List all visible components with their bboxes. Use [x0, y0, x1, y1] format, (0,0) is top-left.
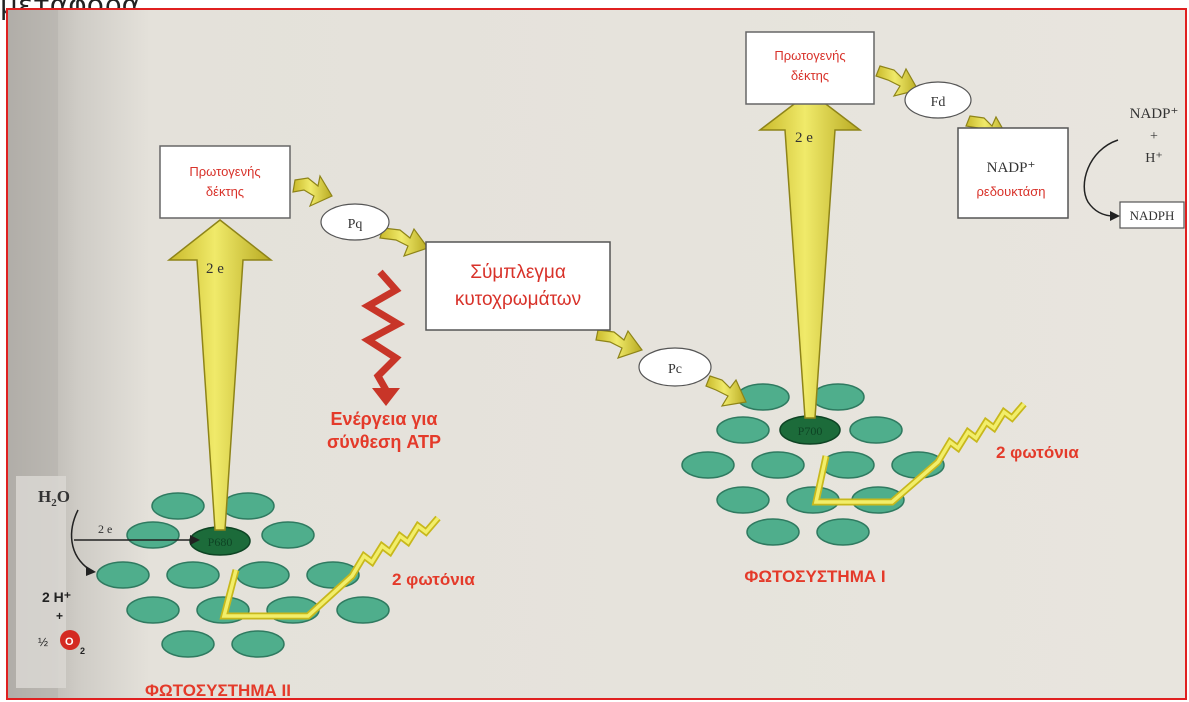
energy-line2: σύνθεση ATP — [327, 432, 441, 452]
diagram-frame: P680 P700 2 e 2 e Πρωτογενής δέκτης Πρωτ… — [6, 8, 1187, 700]
half-label: ½ — [38, 635, 48, 649]
pq-carrier: Pq — [320, 203, 390, 241]
ps2-primary-acceptor-line1: Πρωτογενής — [189, 164, 260, 179]
plus-sign: + — [56, 609, 63, 623]
ps1-primary-acceptor-line2: δέκτης — [791, 68, 829, 83]
ps1-two-electrons-label: 2 e — [795, 130, 813, 146]
energy-line1: Ενέργεια για — [331, 409, 438, 429]
water-splitting-panel: H2O 2 e 2 H⁺ + ½ O 2 — [16, 476, 200, 688]
cytochrome-line2: κυτοχρωμάτων — [455, 289, 581, 310]
atp-energy-arrow — [361, 269, 406, 406]
ps1-primary-acceptor-line1: Πρωτογενής — [774, 48, 845, 63]
fd-carrier: Fd — [904, 81, 972, 119]
pq-label: Pq — [348, 217, 363, 232]
oxygen-molecule-icon — [60, 630, 80, 650]
ps2-chlorophyll-cluster — [96, 492, 390, 658]
nadp-plus-label: NADP⁺ — [1130, 106, 1179, 122]
nadph-label: NADPH — [1130, 208, 1175, 223]
ps1-primary-acceptor-box: Πρωτογενής δέκτης — [745, 31, 875, 105]
pc-label: Pc — [668, 362, 682, 377]
ps2-label: ΦΩΤΟΣΥΣΤΗΜΑ II — [145, 681, 291, 700]
ps1-label: ΦΩΤΟΣΥΣΤΗΜΑ I — [744, 567, 885, 586]
nadp-reductase-box: NADP⁺ ρεδουκτάση — [957, 127, 1069, 219]
ps1-photons-label: 2 φωτόνια — [996, 443, 1079, 462]
ps1-photon-arrow — [811, 401, 1027, 506]
ps2-photons-label: 2 φωτόνια — [392, 570, 475, 589]
water-two-electrons-label: 2 e — [98, 522, 112, 536]
photosynthesis-diagram: P680 P700 2 e 2 e Πρωτογενής δέκτης Πρωτ… — [8, 10, 1185, 700]
water-label: H2O — [38, 487, 70, 509]
ps2-primary-acceptor-line2: δέκτης — [206, 184, 244, 199]
nadph-box: NADPH — [1119, 201, 1185, 229]
ps2-two-electrons-label: 2 e — [206, 261, 224, 277]
cytochrome-complex-box: Σύμπλεγμα κυτοχρωμάτων — [425, 241, 611, 331]
water-electron-curve — [70, 509, 91, 571]
reductase-line1: NADP⁺ — [987, 160, 1036, 176]
cytochrome-line1: Σύμπλεγμα — [470, 262, 566, 283]
nadp-plus-sign: + — [1150, 129, 1158, 144]
protons-label: 2 H⁺ — [42, 589, 71, 605]
fd-label: Fd — [931, 95, 946, 110]
nadph-reaction-curve — [1083, 139, 1119, 217]
pc-carrier: Pc — [638, 347, 712, 387]
h-plus-label: H⁺ — [1145, 151, 1163, 166]
ps1-reaction-center-label: P700 — [798, 424, 823, 438]
diagram-background — [8, 10, 1185, 698]
oxygen-subscript: 2 — [80, 646, 85, 656]
ps2-reaction-center-label: P680 — [208, 535, 233, 549]
ps1-excitation-arrow — [757, 91, 863, 419]
ps2-photon-arrow — [219, 515, 441, 620]
ps2-primary-acceptor-box: Πρωτογενής δέκτης — [159, 145, 291, 219]
reductase-line2: ρεδουκτάση — [977, 184, 1046, 199]
ps2-excitation-arrow — [166, 219, 274, 531]
oxygen-o-label: O — [65, 636, 74, 648]
transfer-arrows — [292, 65, 1009, 407]
